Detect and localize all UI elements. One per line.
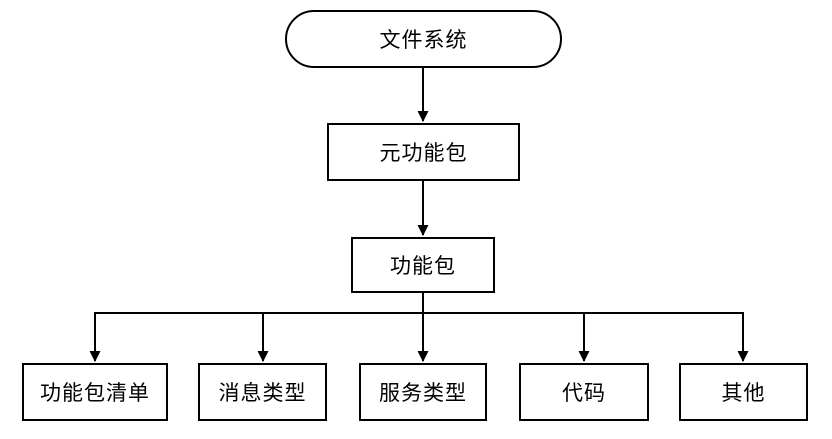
- node-meta-function-package: 元功能包: [327, 123, 520, 181]
- node-message-type-label: 消息类型: [218, 382, 307, 405]
- node-function-package-label: 功能包: [390, 255, 456, 278]
- node-function-package: 功能包: [351, 237, 495, 293]
- node-message-type: 消息类型: [198, 363, 327, 421]
- node-file-system-label: 文件系统: [379, 29, 468, 52]
- node-other: 其他: [679, 363, 808, 421]
- node-function-package-list-label: 功能包清单: [40, 382, 150, 405]
- node-other-label: 其他: [721, 382, 766, 405]
- node-function-package-list: 功能包清单: [22, 363, 168, 421]
- node-code-label: 代码: [562, 382, 606, 405]
- node-code: 代码: [519, 363, 649, 421]
- node-service-type-label: 服务类型: [379, 382, 467, 405]
- node-file-system: 文件系统: [285, 10, 562, 68]
- node-service-type: 服务类型: [359, 363, 487, 421]
- node-meta-function-package-label: 元功能包: [379, 142, 468, 165]
